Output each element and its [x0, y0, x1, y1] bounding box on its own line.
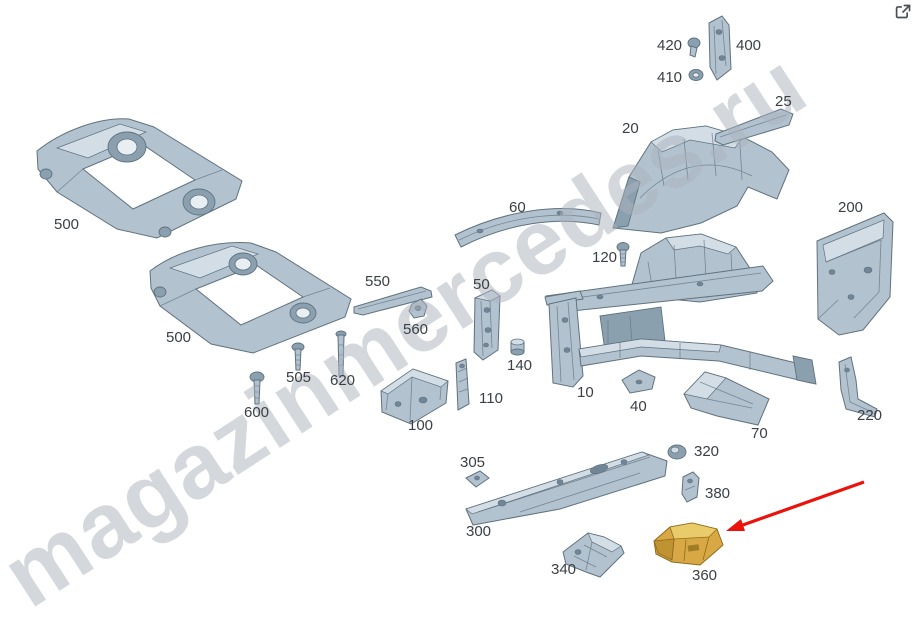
part-label-500a[interactable]: 500	[54, 216, 80, 233]
part-600-bolt[interactable]	[249, 371, 265, 405]
part-550-strip[interactable]	[353, 286, 433, 316]
part-380-bracket[interactable]	[681, 471, 700, 503]
part-label-410[interactable]: 410	[657, 69, 683, 86]
part-label-40[interactable]: 40	[630, 398, 647, 415]
part-40-bracket[interactable]	[621, 369, 656, 394]
part-label-300[interactable]: 300	[466, 523, 492, 540]
part-label-400[interactable]: 400	[736, 37, 762, 54]
part-label-600[interactable]: 600	[244, 404, 270, 421]
part-340-bracket[interactable]	[562, 532, 625, 578]
part-620-stud[interactable]	[335, 330, 347, 377]
part-label-420[interactable]: 420	[657, 37, 683, 54]
part-220-bracket[interactable]	[838, 356, 878, 418]
part-label-70[interactable]: 70	[751, 425, 768, 442]
part-label-500b[interactable]: 500	[166, 329, 192, 346]
part-label-50[interactable]: 50	[473, 276, 490, 293]
part-560-clip[interactable]	[408, 298, 428, 319]
part-360-bracket-highlighted[interactable]	[653, 522, 724, 566]
part-label-10[interactable]: 10	[577, 384, 594, 401]
part-label-620[interactable]: 620	[330, 372, 356, 389]
part-20-wheelhouse[interactable]	[612, 125, 790, 234]
part-label-320[interactable]: 320	[694, 443, 720, 460]
part-500b-subframe[interactable]	[149, 242, 352, 354]
external-link-icon[interactable]	[894, 3, 912, 21]
part-label-305[interactable]: 305	[460, 454, 486, 471]
part-70-panel[interactable]	[683, 371, 770, 426]
part-label-20[interactable]: 20	[622, 120, 639, 137]
part-label-560[interactable]: 560	[403, 321, 429, 338]
part-100-bracket[interactable]	[380, 368, 449, 425]
part-label-200[interactable]: 200	[838, 199, 864, 216]
part-400-bracket[interactable]	[708, 15, 732, 81]
part-110-rail[interactable]	[455, 358, 470, 411]
part-410-nut[interactable]	[688, 69, 704, 81]
selection-arrow	[726, 480, 865, 531]
part-305-bracket[interactable]	[465, 470, 490, 488]
part-420-bolt[interactable]	[687, 37, 701, 58]
part-label-340[interactable]: 340	[551, 561, 577, 578]
part-60-rail[interactable]	[454, 208, 602, 248]
part-200-panel[interactable]	[816, 212, 894, 336]
part-label-110[interactable]: 110	[479, 390, 503, 407]
part-320-grommet[interactable]	[667, 444, 687, 460]
part-label-60[interactable]: 60	[509, 199, 526, 216]
part-50-bracket[interactable]	[473, 289, 501, 361]
part-25-strip[interactable]	[714, 108, 794, 146]
part-label-360[interactable]: 360	[692, 567, 718, 584]
part-500a-subframe[interactable]	[36, 118, 243, 239]
part-label-550[interactable]: 550	[365, 273, 391, 290]
part-label-120[interactable]: 120	[592, 249, 618, 266]
part-label-100[interactable]: 100	[408, 417, 434, 434]
part-300-rail[interactable]	[465, 451, 668, 526]
part-label-380[interactable]: 380	[705, 485, 731, 502]
part-505-bolt[interactable]	[291, 342, 305, 371]
part-label-505[interactable]: 505	[286, 369, 312, 386]
part-140-sleeve[interactable]	[510, 338, 525, 356]
part-label-140[interactable]: 140	[507, 357, 533, 374]
part-label-220[interactable]: 220	[857, 407, 883, 424]
part-120-bolt[interactable]	[616, 242, 630, 267]
part-label-25[interactable]: 25	[775, 93, 792, 110]
part-10-assembly[interactable]	[544, 233, 817, 388]
